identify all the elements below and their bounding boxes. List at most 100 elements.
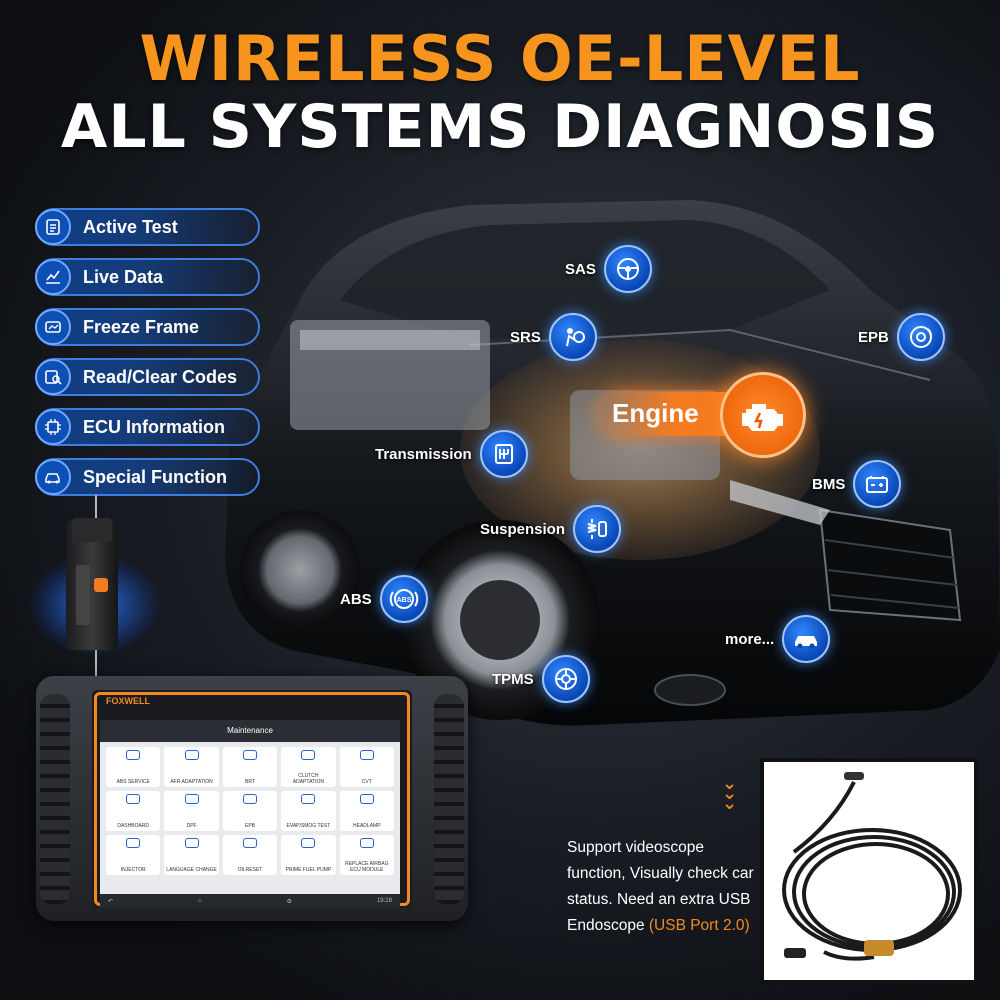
function-tile[interactable]: PRIME FUEL PUMP (281, 835, 336, 875)
function-tile[interactable]: DPF (164, 791, 219, 831)
feature-live-data: Live Data (35, 258, 260, 296)
function-tile[interactable]: EPB (222, 791, 278, 831)
function-tile[interactable]: CLUTCH ADAPTATION (281, 747, 336, 787)
oil-can-icon (242, 838, 257, 848)
system-transmission: Transmission (375, 430, 528, 478)
function-tile[interactable]: AFR ADAPTATION (164, 747, 219, 787)
feature-label: ECU Information (83, 416, 225, 437)
tile-label: REPLACE AIRBAG ECU MODULE (345, 861, 389, 873)
system-label: SAS (565, 260, 596, 278)
feature-ecu-information: ECU Information (35, 408, 260, 446)
tile-label: CLUTCH ADAPTATION (292, 773, 324, 785)
feature-read-clear-codes: Read/Clear Codes (35, 358, 260, 396)
brake-disc-icon (896, 313, 945, 361)
tile-label: LANGUAGE CHANGE (166, 866, 217, 873)
steering-wheel-icon (603, 245, 652, 293)
system-engine-label: Engine (612, 398, 699, 428)
function-tile[interactable]: INJECTOR (106, 835, 161, 875)
language-icon (184, 838, 199, 848)
feature-label: Freeze Frame (83, 316, 200, 337)
airbag-icon (359, 838, 374, 848)
function-tile[interactable]: EVAP/SMOG TEST (281, 791, 336, 831)
vci-dongle (66, 518, 118, 650)
abs-service-icon (126, 750, 141, 760)
dpf-icon (184, 794, 199, 804)
tile-label: DASHBOARD (117, 822, 150, 829)
battery-icon (242, 750, 257, 760)
function-tile[interactable]: OILRESET (222, 835, 278, 875)
function-tile[interactable]: HEADLAMP (339, 791, 394, 831)
chip-icon (35, 409, 71, 445)
car-service-icon (35, 459, 71, 495)
system-more: more... (725, 615, 831, 663)
gearbox-icon (479, 430, 528, 478)
tile-label: CVT (361, 778, 372, 785)
tile-label: HEADLAMP (353, 822, 381, 829)
system-bms: BMS (812, 460, 902, 508)
tile-label: EPB (244, 822, 255, 829)
clock: 19:28 (376, 898, 392, 904)
grip-right (434, 694, 464, 904)
back-icon[interactable]: ↶ (108, 898, 114, 905)
function-tile[interactable]: BRT (222, 747, 278, 787)
grip-left (40, 694, 70, 904)
home-icon[interactable]: ⌂ (198, 898, 202, 904)
system-epb: EPB (858, 313, 945, 361)
headline-line-1: WIRELESS OE-LEVEL (139, 22, 861, 95)
screen-title: Maintenance (100, 720, 400, 742)
function-grid: ABS SERVICE AFR ADAPTATION BRT CLUTCH AD… (100, 742, 400, 880)
afr-icon (184, 750, 199, 760)
car-icon (782, 615, 831, 663)
parking-brake-icon (242, 794, 257, 804)
system-srs: SRS (510, 313, 597, 361)
feature-label: Live Data (83, 266, 164, 287)
tablet-brand: FOXWELL (106, 696, 150, 706)
function-tile[interactable]: DASHBOARD (106, 791, 161, 831)
videoscope-text: Support videoscope function, Visually ch… (567, 839, 754, 934)
injector-icon (126, 838, 141, 848)
system-label: Suspension (480, 520, 566, 538)
fuel-pump-icon (301, 838, 316, 848)
system-sas: SAS (565, 245, 652, 293)
function-tile[interactable]: LANGUAGE CHANGE (164, 835, 219, 875)
function-tile[interactable]: REPLACE AIRBAG ECU MODULE (339, 835, 394, 875)
obd-plug (72, 518, 112, 542)
airbag-icon (548, 313, 597, 361)
tile-label: DPF (186, 822, 197, 829)
snapshot-icon (35, 309, 71, 345)
endoscope-cable-illustration (782, 772, 962, 961)
tile-label: AFR ADAPTATION (170, 778, 213, 785)
dashboard-icon (126, 794, 141, 804)
feature-freeze-frame: Freeze Frame (35, 308, 260, 346)
brand-logo (94, 578, 108, 592)
function-tile[interactable]: ABS SERVICE (106, 747, 161, 787)
feature-special-function: Special Function (35, 458, 260, 496)
headlamp-icon (359, 794, 374, 804)
system-abs: ABS ABS (340, 575, 428, 623)
code-scan-icon (35, 359, 71, 395)
screen-status-bar: ↶ ⌂ ⚙ 19:28 (100, 894, 400, 908)
tile-label: PRIME FUEL PUMP (285, 866, 332, 873)
tile-label: ABS SERVICE (116, 778, 150, 785)
system-label: TPMS (492, 670, 534, 688)
tile-label: INJECTOR (120, 866, 146, 873)
tablet-screen: Maintenance ABS SERVICE AFR ADAPTATION B… (100, 720, 400, 908)
battery-icon (853, 460, 902, 508)
line-chart-icon (35, 259, 71, 295)
system-label: EPB (858, 328, 889, 346)
system-label: BMS (812, 475, 846, 493)
feature-label: Special Function (83, 466, 228, 487)
feature-label: Active Test (83, 216, 178, 237)
abs-icon-text: ABS (396, 597, 411, 604)
tire-pressure-icon (541, 655, 590, 703)
system-tpms: TPMS (492, 655, 590, 703)
engine-icon (720, 372, 806, 458)
system-label: Transmission (375, 445, 472, 463)
function-tile[interactable]: CVT (339, 747, 394, 787)
tile-label: BRT (245, 778, 255, 785)
videoscope-description: Support videoscope function, Visually ch… (567, 835, 762, 939)
system-label: ABS (340, 590, 372, 608)
settings-icon[interactable]: ⚙ (286, 898, 292, 905)
tile-label: OILRESET (237, 866, 263, 873)
